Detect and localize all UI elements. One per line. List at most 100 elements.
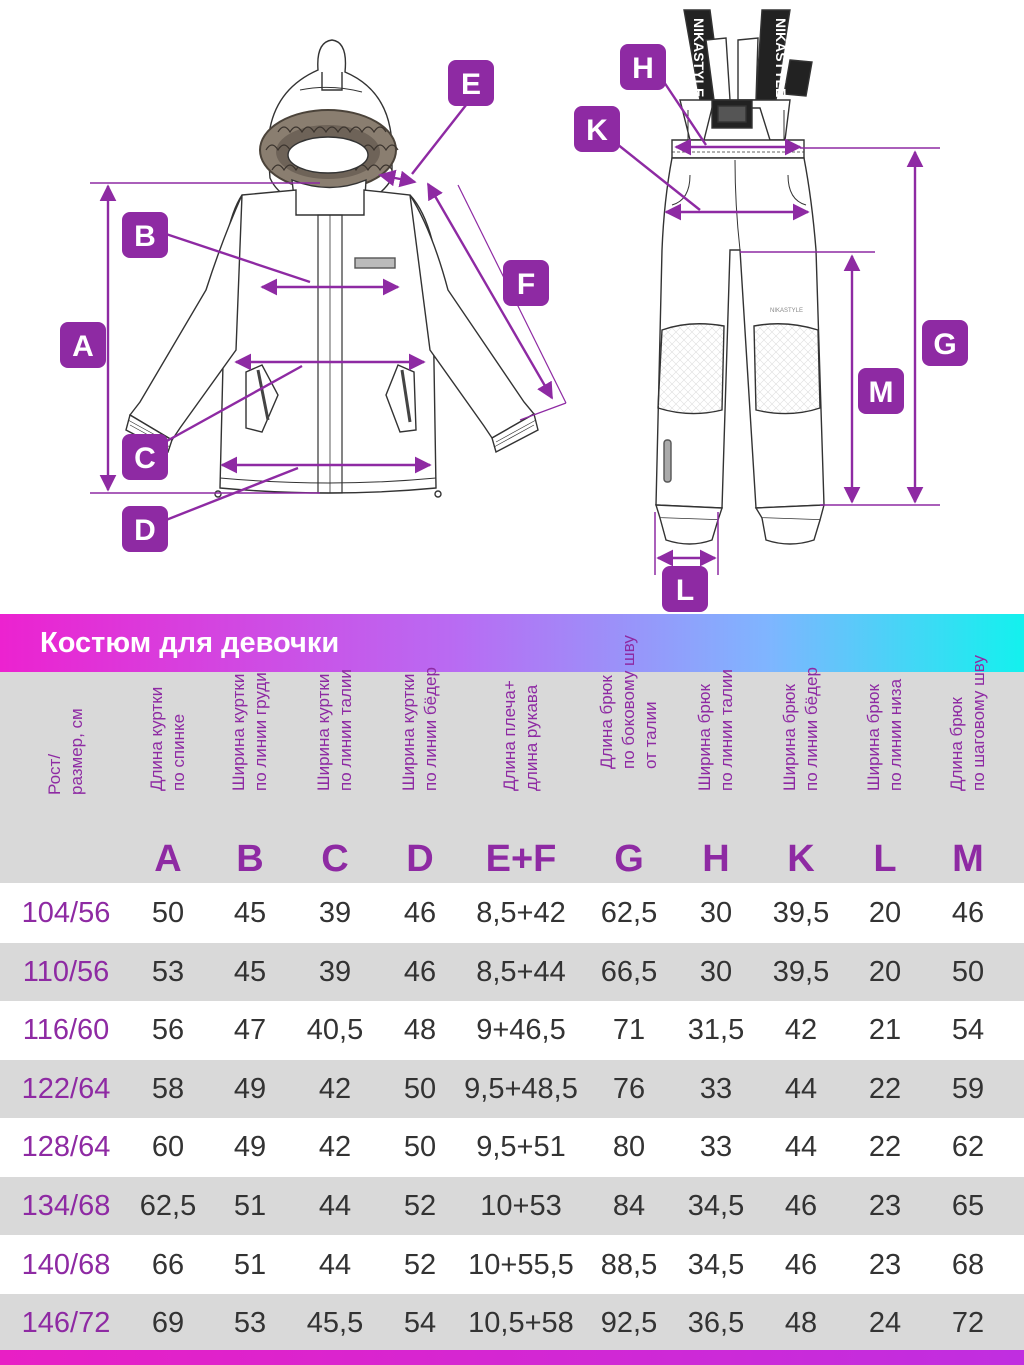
table-cell: 10,5+58	[468, 1307, 574, 1340]
svg-text:H: H	[632, 52, 654, 85]
header-letter: E+F	[485, 838, 557, 880]
table-cell: 20	[868, 955, 902, 988]
measure-badges: A B C D E F G H	[60, 44, 968, 612]
header-letter: D	[406, 838, 434, 880]
svg-text:M: M	[869, 376, 894, 409]
bottom-bar	[0, 1350, 1024, 1365]
table-cell: 48	[403, 1014, 437, 1047]
table-cell: 9,5+51	[476, 1131, 566, 1164]
header-letter: G	[614, 838, 644, 880]
table-cell: 34,5	[687, 1248, 745, 1281]
header-letter: B	[236, 838, 264, 880]
header-desc: Ширина брюк по линии талии	[695, 669, 736, 791]
header-desc: Ширина брюк по линии бёдер	[780, 667, 821, 791]
table-cell: 50	[151, 897, 185, 929]
table-cell: 51	[233, 1190, 267, 1222]
strap-right-text: NIKASTYLE	[773, 18, 789, 97]
table-cell: 71	[612, 1014, 646, 1047]
table-cell: 24	[868, 1307, 902, 1340]
row-size-cell: 134/68	[21, 1190, 111, 1222]
table-cell: 66,5	[600, 955, 658, 988]
row-size-cell: 128/64	[21, 1131, 111, 1164]
table-cell: 69	[151, 1307, 185, 1340]
table-cell: 46	[784, 1248, 818, 1281]
table-cell: 46	[784, 1190, 818, 1222]
badge-l: L	[662, 566, 708, 612]
svg-text:D: D	[134, 514, 156, 547]
table-cell: 92,5	[600, 1307, 658, 1340]
header-desc: Длина плеча+ длина рукава	[500, 680, 541, 791]
header-desc: Длина куртки по спинке	[147, 686, 188, 791]
badge-d: D	[122, 506, 168, 552]
table-cell: 45	[233, 897, 267, 929]
svg-text:G: G	[933, 328, 956, 361]
table-cell: 53	[233, 1307, 267, 1340]
table-cell: 31,5	[687, 1014, 745, 1047]
svg-text:A: A	[72, 330, 94, 363]
svg-text:C: C	[134, 442, 156, 475]
table-cell: 59	[951, 1072, 985, 1105]
row-size-cell: 146/72	[21, 1307, 111, 1340]
header-desc: Длина брюк по шаговому шву	[947, 655, 988, 791]
table-cell: 21	[868, 1014, 902, 1047]
svg-text:B: B	[134, 220, 156, 253]
table-cell: 62,5	[139, 1190, 197, 1222]
table-cell: 44	[318, 1248, 352, 1281]
table-cell: 42	[784, 1014, 818, 1047]
badge-e: E	[448, 60, 494, 106]
table-cell: 46	[403, 955, 437, 988]
header-col-0: Рост/ размер, см	[6, 672, 126, 883]
table-cell: 46	[403, 897, 437, 929]
table-cell: 45	[233, 955, 267, 988]
svg-text:K: K	[586, 114, 608, 147]
table-cell: 88,5	[600, 1248, 658, 1281]
pants-measure-lines	[611, 81, 940, 575]
badge-g: G	[922, 320, 968, 366]
table-cell: 45,5	[306, 1307, 364, 1340]
header-letter: C	[321, 838, 349, 880]
badge-h: H	[620, 44, 666, 90]
table-cell: 33	[699, 1072, 733, 1105]
table-cell: 36,5	[687, 1307, 745, 1340]
table-cell: 23	[868, 1190, 902, 1222]
table-cell: 66	[151, 1248, 185, 1281]
table-cell: 80	[612, 1131, 646, 1164]
table-cell: 22	[868, 1072, 902, 1105]
table-cell: 9+46,5	[476, 1014, 566, 1047]
table-cell: 54	[403, 1307, 437, 1340]
table-cell: 50	[951, 955, 985, 988]
table-cell: 39	[318, 955, 352, 988]
pants-small-label: NIKASTYLE	[770, 308, 803, 314]
table-cell: 49	[233, 1072, 267, 1105]
table-cell: 49	[233, 1131, 267, 1164]
table-cell: 42	[318, 1072, 352, 1105]
header-letter: H	[702, 838, 730, 880]
table-cell: 58	[151, 1072, 185, 1105]
badge-m: M	[858, 368, 904, 414]
header-letter: A	[154, 838, 182, 880]
table-cell: 62	[951, 1131, 985, 1164]
badge-b: B	[122, 212, 168, 258]
table-cell: 8,5+44	[476, 955, 566, 988]
table-cell: 56	[151, 1014, 185, 1047]
table-cell: 34,5	[687, 1190, 745, 1222]
header-letter: L	[873, 838, 897, 880]
row-size-cell: 110/56	[22, 955, 110, 988]
badge-f: F	[503, 260, 549, 306]
pants-illustration: NIKASTYLE NIKASTYLE NIKASTYLE	[655, 9, 825, 545]
table-cell: 47	[233, 1014, 267, 1047]
table-cell: 52	[403, 1190, 437, 1222]
badge-c: C	[122, 434, 168, 480]
table-cell: 76	[612, 1072, 646, 1105]
table-cell: 39,5	[772, 897, 830, 929]
